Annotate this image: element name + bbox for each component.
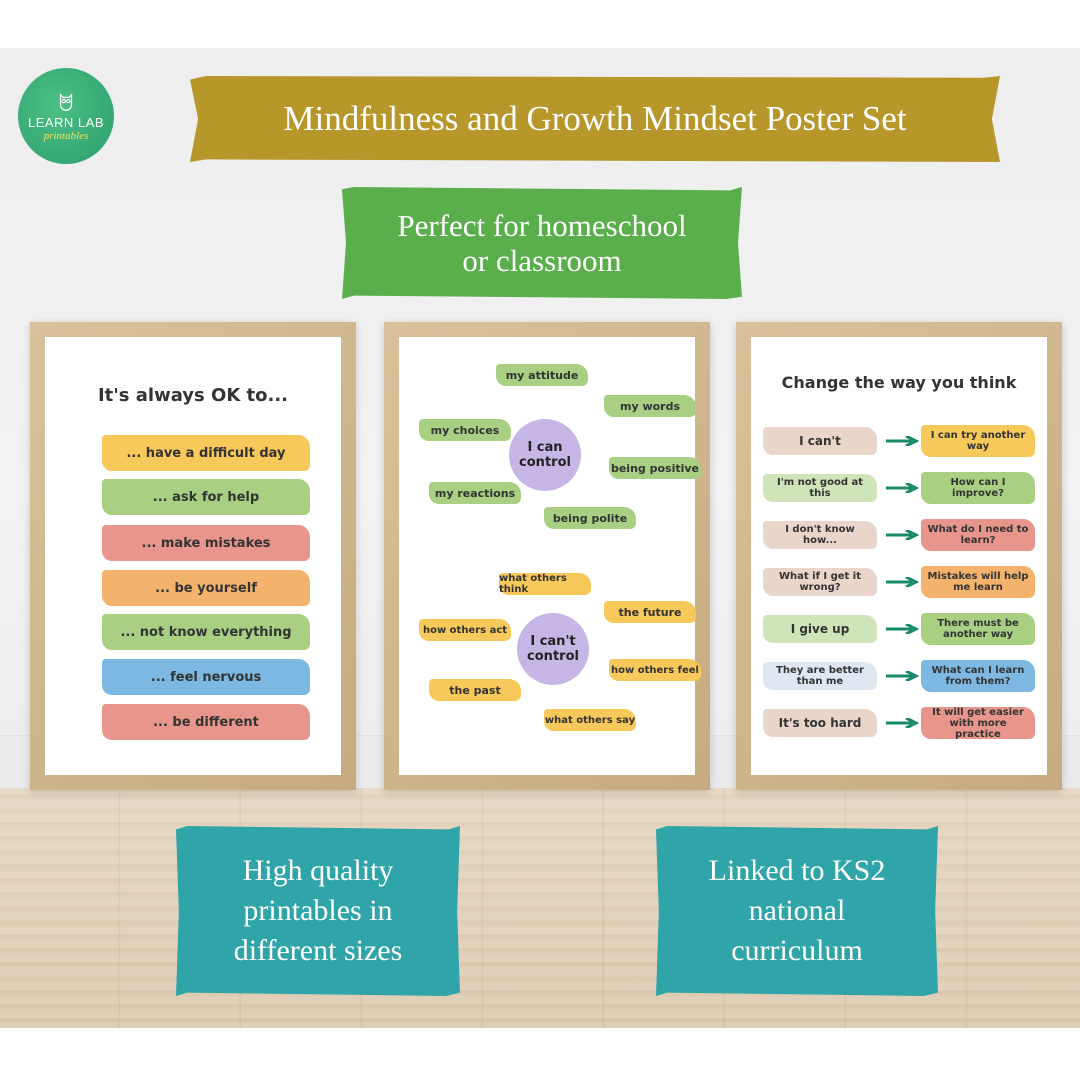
- feature-quality-line-2: printables in: [243, 894, 393, 927]
- cant-control-line-1: I can't: [530, 634, 576, 649]
- subtitle-banner: Perfect for homeschool or classroom: [342, 187, 742, 299]
- right-arrow-icon: [886, 530, 920, 540]
- poster1-item: ... have a difficult day: [102, 435, 310, 471]
- positive-thought: There must be another way: [921, 613, 1035, 645]
- poster-frame-change-the-way: Change the way you think I can't I can t…: [736, 322, 1062, 790]
- subtitle-line-2: or classroom: [462, 243, 622, 278]
- negative-thought: I can't: [763, 427, 877, 455]
- poster1-item: ... be yourself: [102, 570, 310, 606]
- right-arrow-icon: [886, 624, 920, 634]
- negative-thought: I'm not good at this: [763, 474, 877, 502]
- right-arrow-icon: [886, 718, 920, 728]
- poster3-title: Change the way you think: [781, 373, 1017, 392]
- right-arrow-icon: [886, 483, 920, 493]
- can-item: my reactions: [429, 482, 521, 504]
- positive-thought: It will get easier with more practice: [921, 707, 1035, 740]
- positive-thought: Mistakes will help me learn: [921, 566, 1035, 598]
- poster-frame-i-can-control: I can control my attitude my words my ch…: [384, 322, 710, 790]
- negative-thought: It's too hard: [763, 709, 877, 737]
- can-item: my attitude: [496, 364, 588, 386]
- positive-thought: What do I need to learn?: [921, 519, 1035, 551]
- poster1-item: ... feel nervous: [102, 659, 310, 695]
- negative-thought: I give up: [763, 615, 877, 643]
- feature-curriculum-line-1: Linked to KS2: [708, 854, 886, 887]
- can-item: being positive: [609, 457, 701, 479]
- title-banner: Mindfulness and Growth Mindset Poster Se…: [190, 76, 1000, 162]
- negative-thought: I don't know how...: [763, 521, 877, 549]
- cant-control-circle: I can't control: [517, 613, 589, 685]
- cant-item: the past: [429, 679, 521, 701]
- poster1-item: ... make mistakes: [102, 525, 310, 561]
- cant-item: the future: [604, 601, 696, 623]
- feature-panel-curriculum: Linked to KS2 national curriculum: [656, 826, 938, 996]
- can-item: my words: [604, 395, 696, 417]
- poster1-item: ... not know everything: [102, 614, 310, 650]
- cant-item: how others feel: [609, 659, 701, 681]
- right-arrow-icon: [886, 577, 920, 587]
- feature-quality-line-3: different sizes: [233, 934, 403, 967]
- owl-icon: [59, 92, 73, 111]
- subtitle-line-1: Perfect for homeschool: [397, 208, 687, 243]
- cant-item: what others say: [544, 709, 636, 731]
- cant-item: what others think: [499, 573, 591, 595]
- positive-thought: What can I learn from them?: [921, 660, 1035, 692]
- poster1-item: ... ask for help: [102, 479, 310, 515]
- poster1-item: ... be different: [102, 704, 310, 740]
- poster-i-can-control: I can control my attitude my words my ch…: [399, 337, 701, 775]
- can-control-line-1: I can: [527, 440, 563, 455]
- can-item: my choices: [419, 419, 511, 441]
- positive-thought: How can I improve?: [921, 472, 1035, 504]
- cant-item: how others act: [419, 619, 511, 641]
- can-control-line-2: control: [519, 455, 571, 470]
- negative-thought: They are better than me: [763, 662, 877, 690]
- poster-change-the-way: Change the way you think I can't I can t…: [751, 337, 1047, 775]
- right-arrow-icon: [886, 671, 920, 681]
- positive-thought: I can try another way: [921, 425, 1035, 457]
- can-control-circle: I can control: [509, 419, 581, 491]
- poster-frame-always-ok: It's always OK to... ... have a difficul…: [30, 322, 356, 790]
- can-item: being polite: [544, 507, 636, 529]
- right-arrow-icon: [886, 436, 920, 446]
- title-text: Mindfulness and Growth Mindset Poster Se…: [283, 99, 907, 138]
- negative-thought: What if I get it wrong?: [763, 568, 877, 596]
- feature-panel-quality: High quality printables in different siz…: [176, 826, 460, 996]
- logo-tagline: printables: [43, 129, 89, 142]
- poster1-title: It's always OK to...: [97, 385, 289, 406]
- learn-lab-logo: LEARN LAB printables: [18, 68, 114, 164]
- poster-always-ok: It's always OK to... ... have a difficul…: [45, 337, 341, 775]
- feature-curriculum-line-2: national: [748, 894, 846, 927]
- feature-curriculum-line-3: curriculum: [731, 934, 863, 967]
- feature-quality-line-1: High quality: [242, 854, 394, 887]
- cant-control-line-2: control: [527, 649, 579, 664]
- logo-name: LEARN LAB: [27, 114, 105, 130]
